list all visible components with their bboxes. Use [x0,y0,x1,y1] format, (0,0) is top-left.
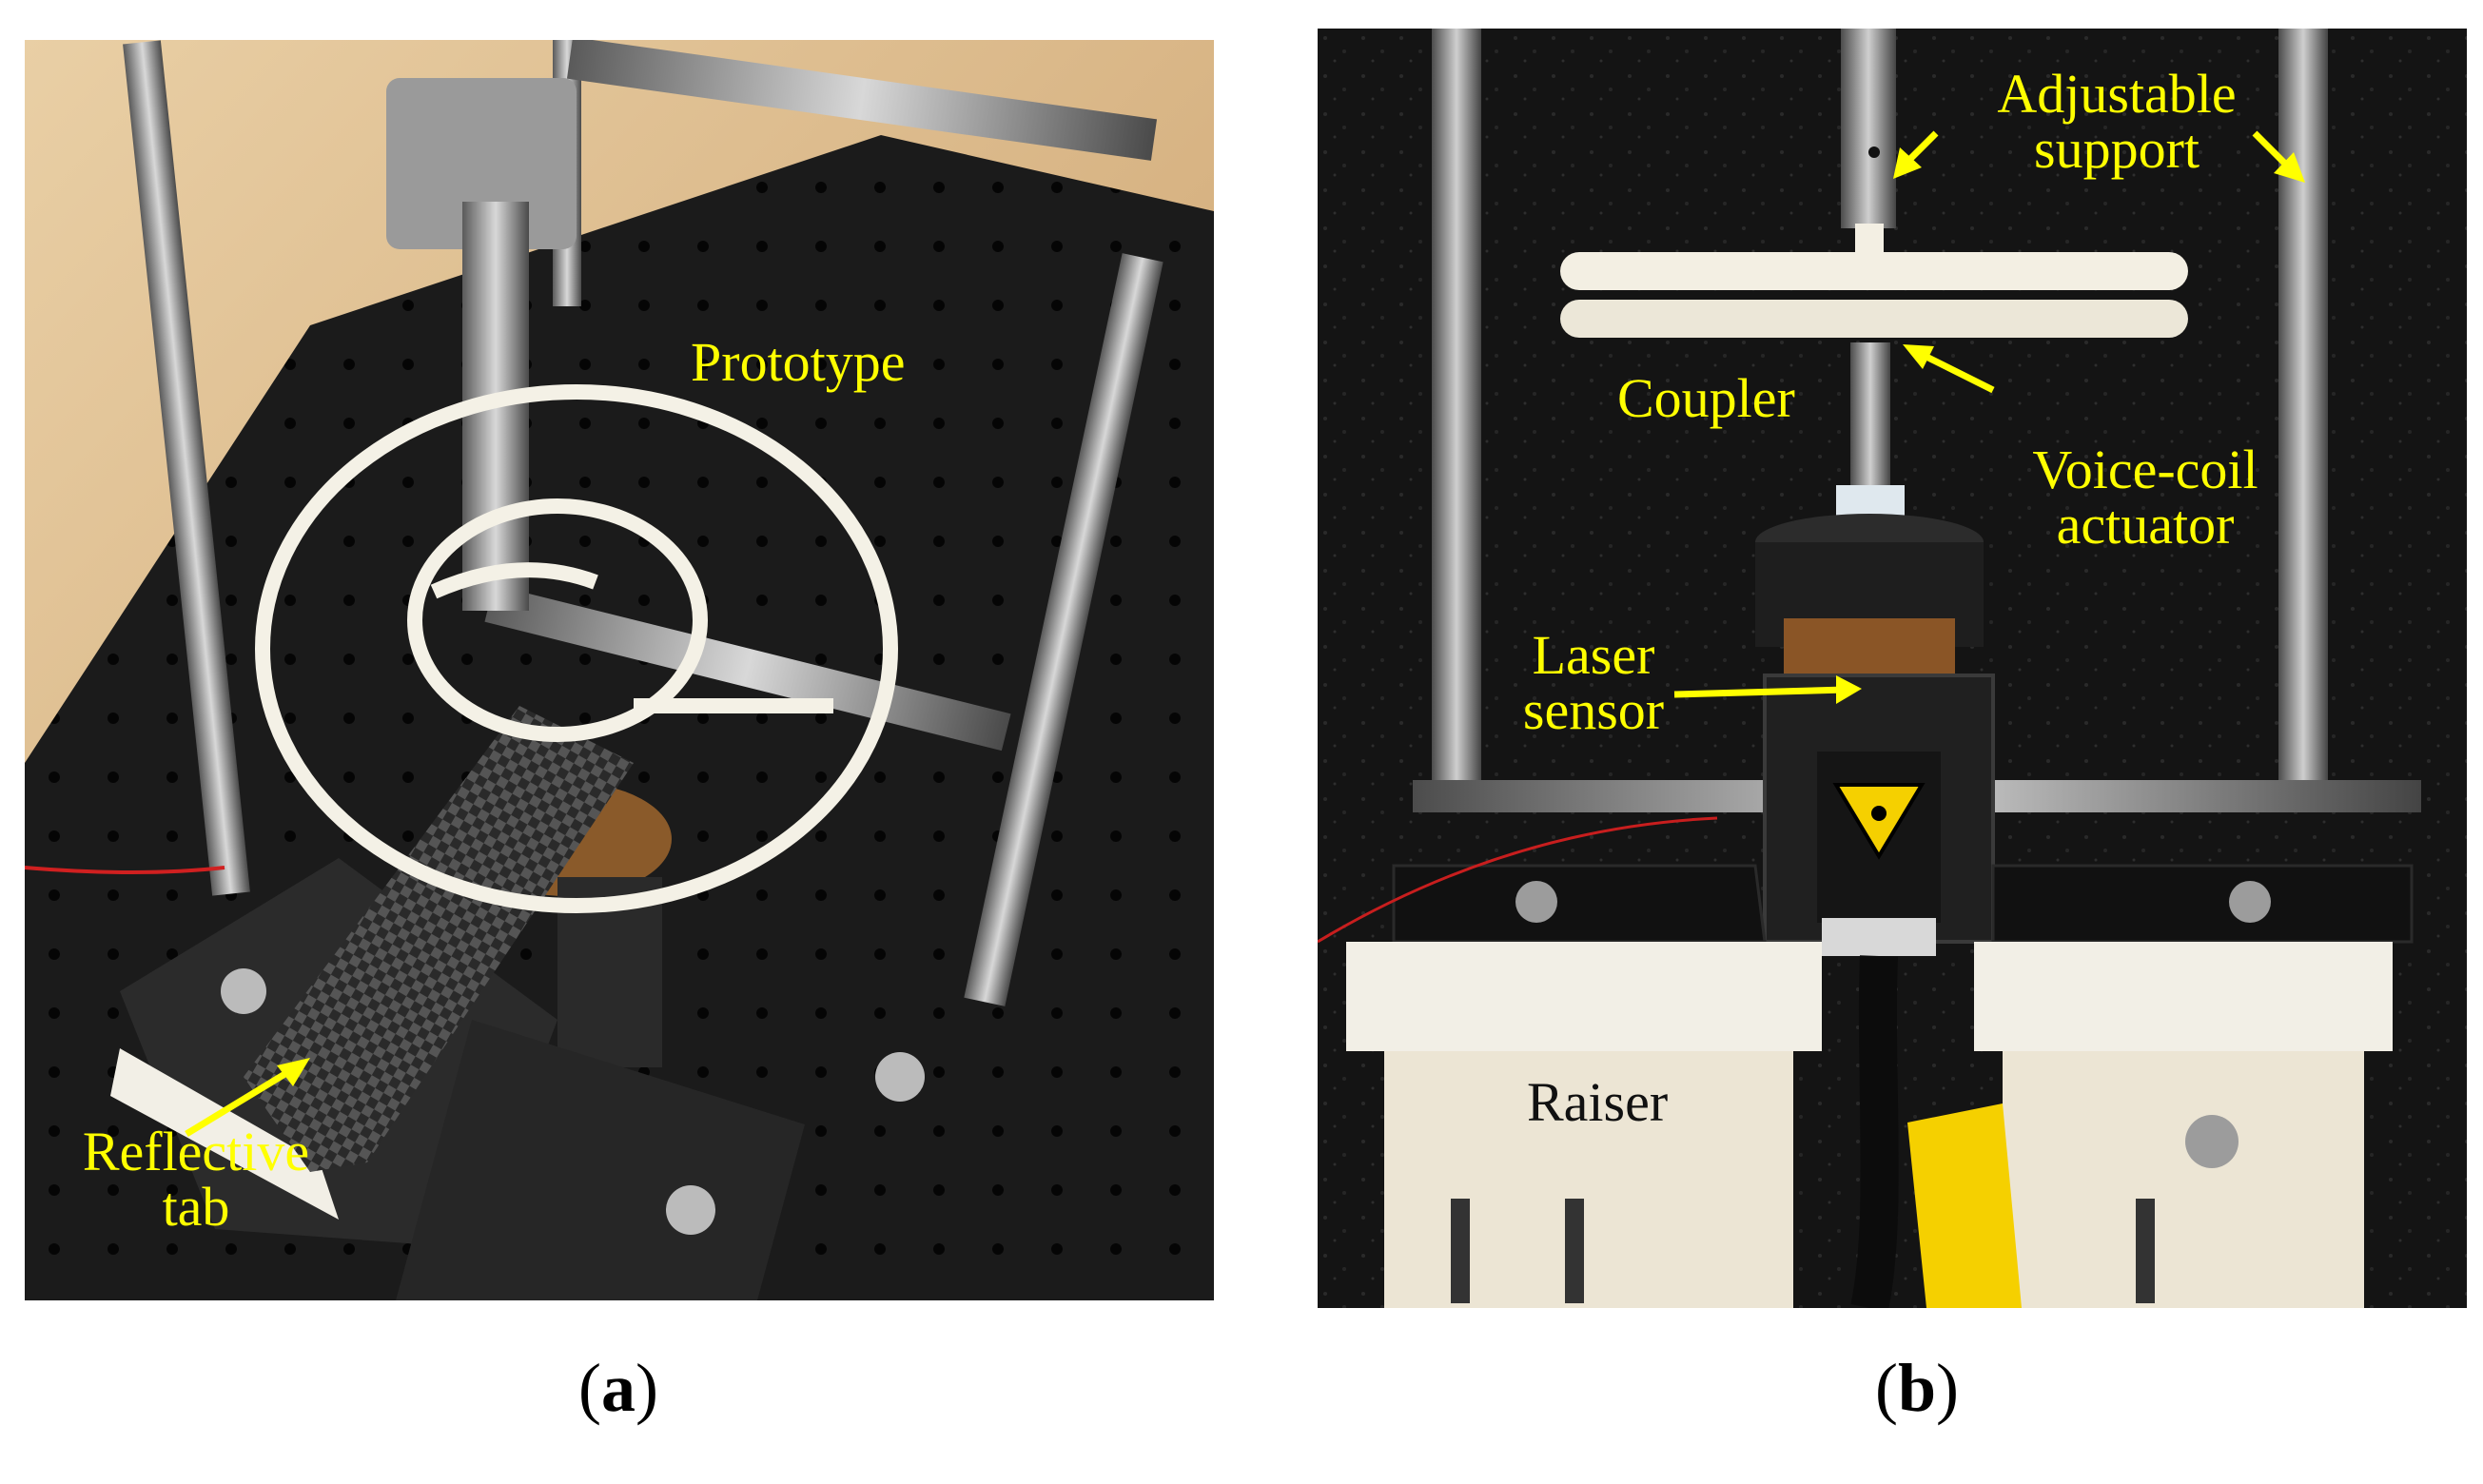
label-reflective-tab-line2: tab [162,1176,230,1238]
mount-plate [110,1048,339,1220]
caption-a-close: ) [635,1350,658,1426]
arrow-voice-coil-head [1903,344,1934,369]
reflective-tab-arrow [185,1058,310,1137]
shaft-hole [1868,146,1880,158]
prototype-hub [1855,224,1884,262]
hex-bolt [221,968,266,1014]
photo-b-illustration [1318,29,2467,1308]
warning-tag [1907,1103,2022,1308]
hex-bolt [2185,1115,2239,1168]
caption-a-letter: a [601,1350,635,1426]
mount-plate-right [1991,864,2414,944]
caption-b-open: ( [1874,1350,1898,1426]
prototype-beam [1560,300,2188,338]
raiser-slot [1451,1199,1470,1303]
support-rod [964,253,1163,1006]
arrow-adjustable-right-head [2274,152,2305,183]
raiser-top-left [1346,942,1822,1051]
arrow-voice-coil [1915,348,1995,394]
label-laser-sensor-line1: Laser [1532,624,1655,686]
raiser-right [2003,1051,2364,1308]
arrow-adjustable-left-head [1893,147,1922,179]
support-rod-left [1432,29,1481,809]
photo-panel-b: Adjustable support Coupler Voice-coil ac… [1318,29,2467,1308]
red-wire [1318,816,1718,944]
hex-bolt [875,1052,925,1102]
raiser-slot [2136,1199,2155,1303]
label-reflective-tab: Reflective tab [53,1124,339,1235]
annotation-arrows [1673,130,2305,704]
caption-a-open: ( [578,1350,601,1426]
photo-a-illustration [25,40,1214,1300]
coupler [1850,342,1890,495]
sensor-cable [1850,955,1899,1308]
label-voice-coil-line2: actuator [2056,494,2235,556]
label-prototype: Prototype [691,331,906,393]
cable-connector [1822,918,1936,956]
support-rod [123,40,250,896]
hex-bolt [1515,881,1557,923]
raiser-slot [1565,1199,1584,1303]
photo-panel-a: Prototype Reflective tab [25,40,1214,1300]
caption-b-letter: b [1897,1350,1937,1426]
label-laser-sensor: Laser sensor [1484,628,1703,738]
caption-b-close: ) [1936,1350,1959,1426]
red-wire [25,866,225,874]
label-adjustable-support-line1: Adjustable [1997,63,2237,125]
adjustable-shaft [1841,29,1896,228]
label-adjustable-support: Adjustable support [1936,67,2297,177]
raiser-top-right [1974,942,2393,1051]
caption-a: (a) [476,1349,761,1428]
label-adjustable-support-line2: support [2034,118,2200,180]
coil-winding [1784,618,1955,675]
laser-warning-symbol [1871,806,1887,821]
arrow-laser-sensor-head [1836,675,1862,704]
reflective-tab [244,706,634,1172]
label-laser-sensor-line2: sensor [1522,679,1665,741]
arrow-laser-sensor [1673,686,1847,698]
prototype-flexure [255,384,898,913]
horizontal-rod [566,40,1158,161]
label-raiser: Raiser [1527,1071,1669,1133]
support-rod-right [2278,29,2328,809]
hex-bolt [2229,881,2271,923]
label-voice-coil-line1: Voice-coil [2032,439,2258,500]
prototype-beam [1560,252,2188,290]
label-coupler: Coupler [1617,367,1795,429]
label-reflective-tab-line1: Reflective [82,1121,310,1182]
label-voice-coil-actuator: Voice-coil actuator [1993,442,2297,553]
hex-bolt [666,1185,715,1235]
caption-b: (b) [1774,1349,2060,1428]
